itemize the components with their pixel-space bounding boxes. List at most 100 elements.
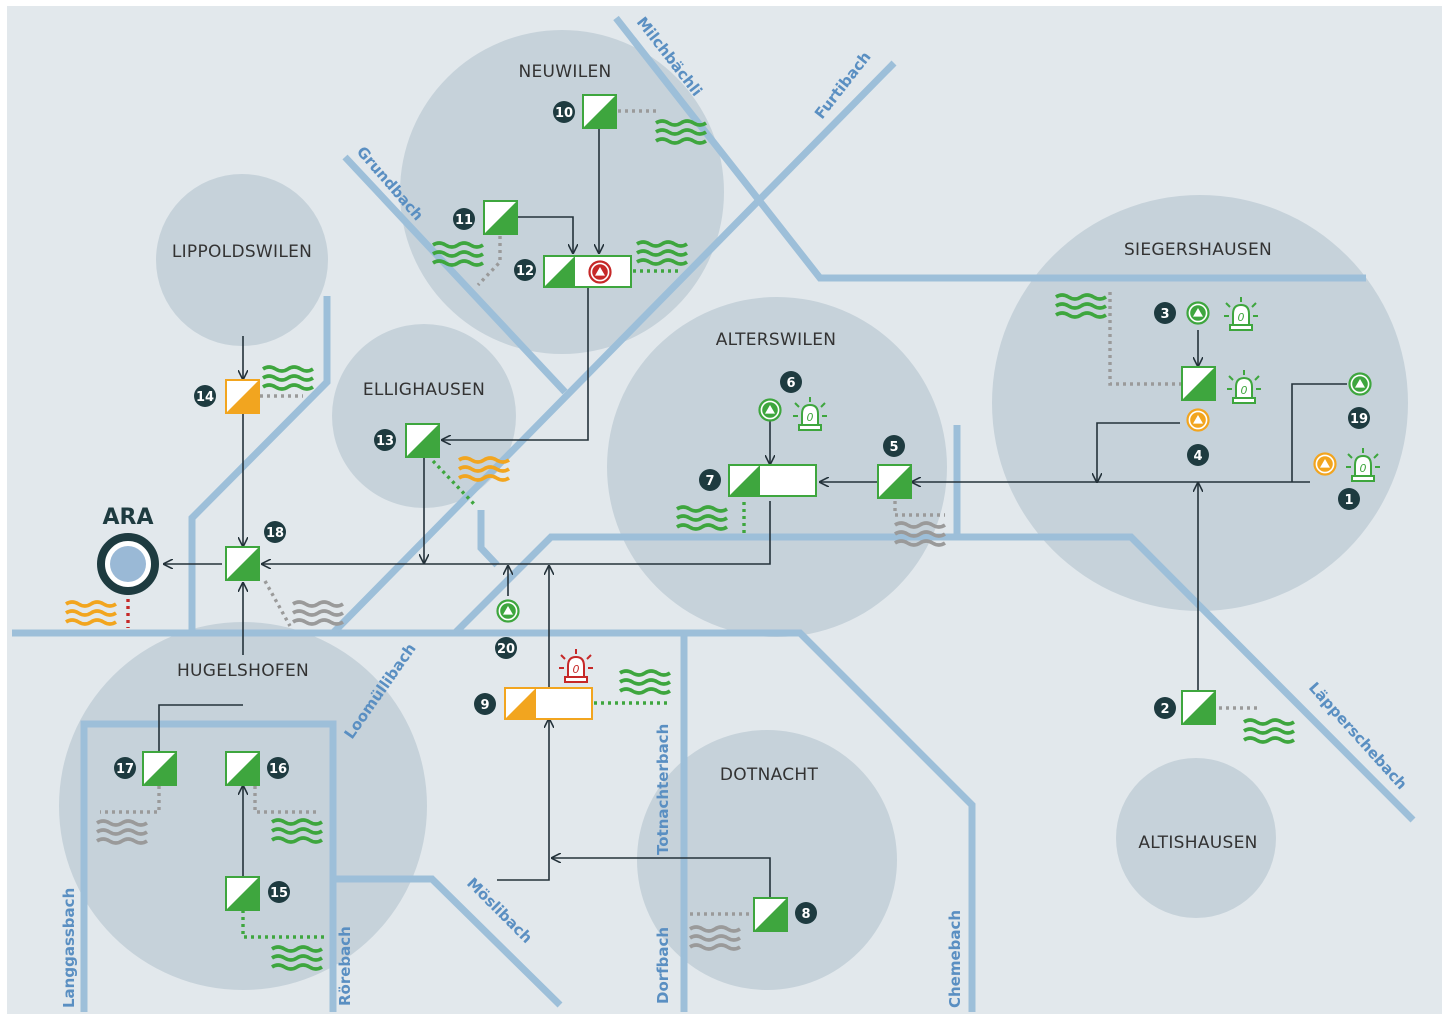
node-number: 4 <box>1193 449 1202 464</box>
pump-icon-1[interactable] <box>1313 452 1337 476</box>
node-number: 18 <box>266 526 284 541</box>
node-number: 17 <box>116 762 134 777</box>
overflow-line <box>893 501 945 517</box>
town-label-siegershausen: SIEGERSHAUSEN <box>1124 240 1272 260</box>
creek-grundbach <box>342 154 568 395</box>
overflow-line <box>431 459 476 506</box>
node-badge-18: 18 <box>264 521 286 543</box>
basin-16[interactable] <box>225 751 260 786</box>
town-label-neuwilen: NEUWILEN <box>518 62 611 82</box>
basin-12[interactable] <box>543 255 632 288</box>
pump-icon-20[interactable] <box>496 599 520 623</box>
basin-17[interactable] <box>142 751 177 786</box>
flow-arrow <box>262 501 771 564</box>
basin-11[interactable] <box>483 200 518 235</box>
node-badge-2: 2 <box>1154 697 1176 719</box>
node-number: 14 <box>196 390 214 405</box>
town-label-ellighausen: ELLIGHAUSEN <box>363 380 485 400</box>
node-number: 9 <box>480 698 489 713</box>
ara-label: ARA <box>103 505 154 530</box>
overflow-line <box>100 786 161 814</box>
node-number: 19 <box>1350 412 1368 427</box>
basin-14[interactable] <box>225 379 260 414</box>
node-number: 2 <box>1160 702 1169 717</box>
basin-9[interactable] <box>504 687 593 720</box>
node-badge-19: 19 <box>1348 407 1370 429</box>
town-area-ellighausen <box>332 324 516 508</box>
node-badge-4: 4 <box>1187 444 1209 466</box>
pump-icon-12[interactable] <box>588 260 612 284</box>
basin-2[interactable] <box>1181 690 1216 725</box>
town-area-dotnacht <box>637 730 897 990</box>
node-badge-1: 1 <box>1338 488 1360 510</box>
town-label-lippoldswilen: LIPPOLDSWILEN <box>172 242 312 262</box>
node-number: 10 <box>555 106 573 121</box>
creek-label-dorfbach: Dorfbach <box>654 927 672 1004</box>
pump-icon-19[interactable] <box>1348 372 1372 396</box>
node-number: 13 <box>376 434 394 449</box>
creek-laepperschebach <box>452 533 1416 823</box>
node-number: 20 <box>497 642 515 657</box>
basin-5[interactable] <box>877 464 912 499</box>
creek-main <box>12 629 976 1012</box>
ara-treatment-plant[interactable]: ARA <box>97 505 159 595</box>
node-number: 5 <box>889 440 898 455</box>
node-number: 3 <box>1160 307 1169 322</box>
town-labels: NEUWILEN LIPPOLDSWILEN ELLIGHAUSEN ALTER… <box>172 62 1272 853</box>
creeks <box>12 15 1416 1012</box>
node-number: 1 <box>1344 493 1353 508</box>
pump-icon-4[interactable] <box>1186 408 1210 432</box>
pump-icon-6[interactable] <box>758 398 782 422</box>
creek-label-roerebach: Rörebach <box>336 926 354 1006</box>
flow-arrow <box>1097 422 1180 482</box>
flow-line <box>158 704 243 751</box>
basin-8[interactable] <box>753 897 788 932</box>
basin-15[interactable] <box>225 876 260 911</box>
town-label-hugelshofen: HUGELSHOFEN <box>177 661 309 681</box>
creek-moeslibach <box>333 875 563 1008</box>
node-number: 15 <box>270 886 288 901</box>
creek-furtibach <box>330 60 897 636</box>
creek-label-totnachterbach: Totnachterbach <box>654 724 672 855</box>
basin-10[interactable] <box>582 94 617 129</box>
creek-lippoldswilen <box>188 296 331 633</box>
basin-13[interactable] <box>405 423 440 458</box>
basins <box>142 94 1216 932</box>
overflow-line <box>263 580 292 627</box>
pump-icon-3[interactable] <box>1186 301 1210 325</box>
node-badge-9: 9 <box>474 693 496 715</box>
node-badge-11: 11 <box>453 208 475 230</box>
town-label-altishausen: ALTISHAUSEN <box>1138 833 1257 853</box>
node-number: 6 <box>786 376 795 391</box>
town-area-neuwilen <box>400 30 724 354</box>
node-badge-16: 16 <box>267 757 289 779</box>
flow-arrows <box>158 128 1347 898</box>
basin-18[interactable] <box>225 546 260 581</box>
town-area-altishausen <box>1116 758 1276 918</box>
basin-7[interactable] <box>728 464 817 497</box>
town-label-dotnacht: DOTNACHT <box>720 765 819 785</box>
node-badge-12: 12 <box>514 259 536 281</box>
flow-line <box>1291 383 1347 482</box>
node-badge-8: 8 <box>795 902 817 924</box>
node-badge-6: 6 <box>780 371 802 393</box>
overflow-line <box>476 236 502 287</box>
node-badges: 1 2 3 4 5 6 7 8 9 10 11 12 13 14 15 16 1… <box>114 101 1370 924</box>
node-number: 7 <box>705 474 714 489</box>
creek-ellighausen-spur <box>477 510 500 568</box>
creek-label-chemebach: Chemebach <box>946 910 964 1008</box>
node-badge-7: 7 <box>699 469 721 491</box>
overflow-line <box>1108 292 1182 386</box>
node-number: 11 <box>455 213 473 228</box>
basin-4[interactable] <box>1181 366 1216 401</box>
flow-arrow <box>442 288 589 440</box>
overflow-line <box>253 786 320 814</box>
node-number: 12 <box>516 264 534 279</box>
node-number: 16 <box>269 762 287 777</box>
node-badge-17: 17 <box>114 757 136 779</box>
flow-arrow <box>552 858 771 898</box>
town-area-lippoldswilen <box>156 174 328 346</box>
creek-langgassbach <box>80 720 337 1012</box>
node-badge-13: 13 <box>374 429 396 451</box>
